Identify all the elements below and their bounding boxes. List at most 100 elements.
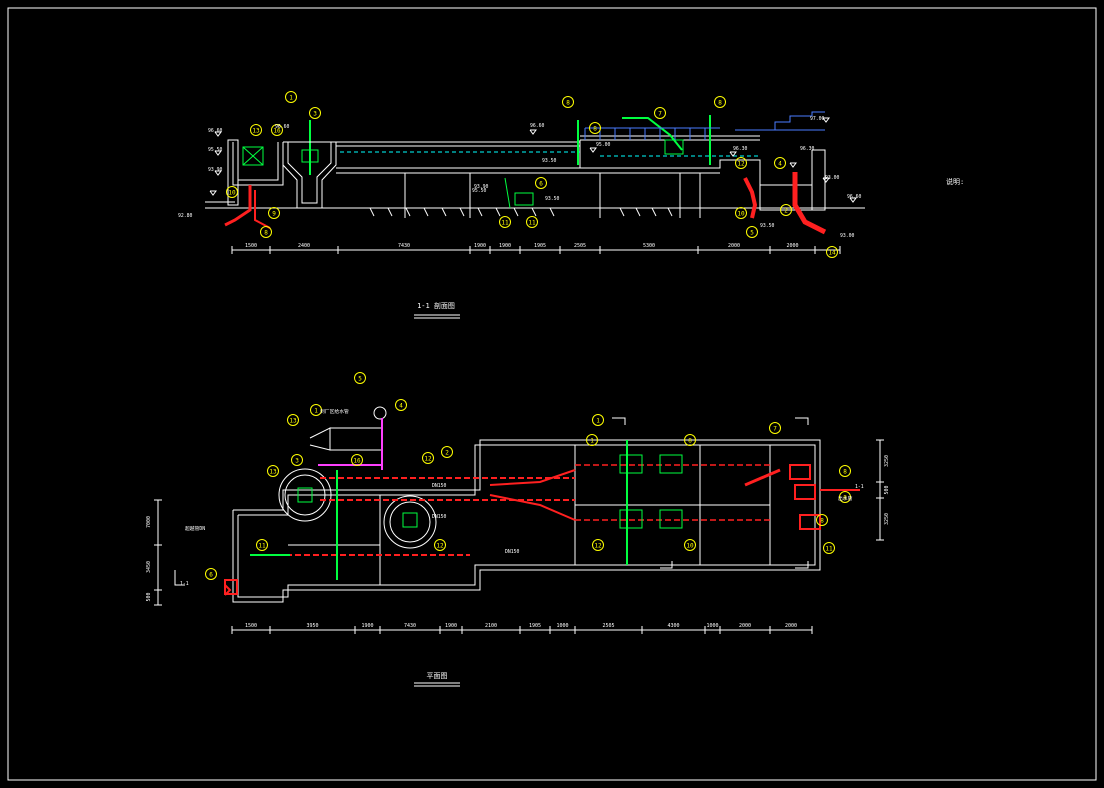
callout-marker: 1 [285,91,297,103]
callout-marker: 9 [268,207,280,219]
drain-valve [224,579,238,595]
callout-marker: 1 [586,434,598,446]
callout-number: 5 [358,376,362,383]
callout-circle [499,216,511,228]
callout-marker: 10 [684,539,696,551]
section-dimension: 7430 [398,243,410,249]
callout-number: 10 [228,190,236,197]
callout-marker: 8 [684,434,696,446]
callout-circle [774,157,786,169]
callout-number: 12 [424,456,432,463]
callout-circle [309,107,321,119]
callout-marker: 7 [654,107,666,119]
elevation-value: 96.60 [208,128,223,134]
section-title: 1-1 剖面图 [417,301,455,310]
callout-number: 6 [539,181,543,188]
callout-number: 2 [784,208,788,215]
section-dimension: 1900 [499,243,511,249]
elevation-value: 93.90 [474,184,489,190]
elevation-value: 93.90 [208,167,223,173]
screen-unit [619,454,643,474]
drawing-line [242,146,264,166]
elevation-flag [822,117,830,123]
elevation-flag [822,177,830,183]
callout-marker: 12 [592,539,604,551]
soil-hatch [667,207,673,217]
section-cut [660,561,673,569]
elevation-value: 93.50 [760,223,775,229]
dosing-pump [373,406,387,420]
callout-marker: 1 [592,414,604,426]
callout-marker: 14 [826,246,838,258]
clarifier-pump [297,487,313,503]
callout-marker: 6 [535,177,547,189]
callout-marker: 3 [291,454,303,466]
soil-hatch [531,207,537,217]
plan-dimension: 1900 [445,623,457,629]
callout-marker: 11 [526,216,538,228]
callout-number: 12 [594,543,602,550]
callout-number: 16 [353,458,361,465]
callout-circle [839,465,851,477]
plan-label: DN150 [432,483,447,489]
callout-marker: 8 [589,122,601,134]
callout-circle [826,246,838,258]
inlet-pipe [224,185,252,227]
elevation-value: 95.50 [472,188,487,194]
left-wall [227,139,239,206]
callout-number: 3 [313,111,317,118]
outlet-pipe [794,484,816,500]
plan-label: DN150 [505,549,520,555]
callout-circle [589,122,601,134]
outlet-connection [744,468,781,487]
callout-number: 5 [750,230,754,237]
callout-circle [351,454,363,466]
drawing-outline [309,427,331,451]
callout-number: 13 [252,128,260,135]
elevation-flag [589,147,597,153]
callout-marker: 7 [769,422,781,434]
grit-chamber-inner [287,142,332,204]
callout-circle [256,539,268,551]
callout-circle [535,177,547,189]
callout-circle [395,399,407,411]
callout-number: 11 [825,546,833,553]
soil-hatch [619,207,625,217]
callout-marker: 8 [839,465,851,477]
callout-number: 11 [528,220,536,227]
plan-dimension: 2000 [785,623,797,629]
elevation-value: 97.00 [810,116,825,122]
callout-circle [434,539,446,551]
callout-circle [226,186,238,198]
drawing-line [504,177,511,209]
plan-dimension: 1500 [245,623,257,629]
clarifier-pump [402,512,418,528]
plan-right-dimension: 500 [884,485,890,494]
soil-hatch [635,207,641,217]
callout-marker: 6 [205,568,217,580]
callout-marker: 13 [267,465,279,477]
plan-dimension: 2505 [602,623,614,629]
callout-circle [780,204,792,216]
clarifier [383,495,437,549]
section-dimension: 2505 [574,243,586,249]
rake-arm [622,117,683,151]
callout-number: 13 [269,469,277,476]
grit-chamber [282,142,337,209]
plan-dimension: 2000 [739,623,751,629]
callout-circle [735,157,747,169]
soil-hatch [369,207,375,217]
callout-number: 7 [773,426,777,433]
elevation-flag [214,150,222,156]
callout-marker: 11 [823,542,835,554]
callout-number: 14 [828,250,836,257]
section-cut [795,561,809,569]
transition-pipe [489,469,576,486]
callout-circle [654,107,666,119]
soil-hatch [495,207,501,217]
callout-marker: 1 [310,404,322,416]
elevation-value: 92.80 [178,213,193,219]
callout-marker: 3 [309,107,321,119]
